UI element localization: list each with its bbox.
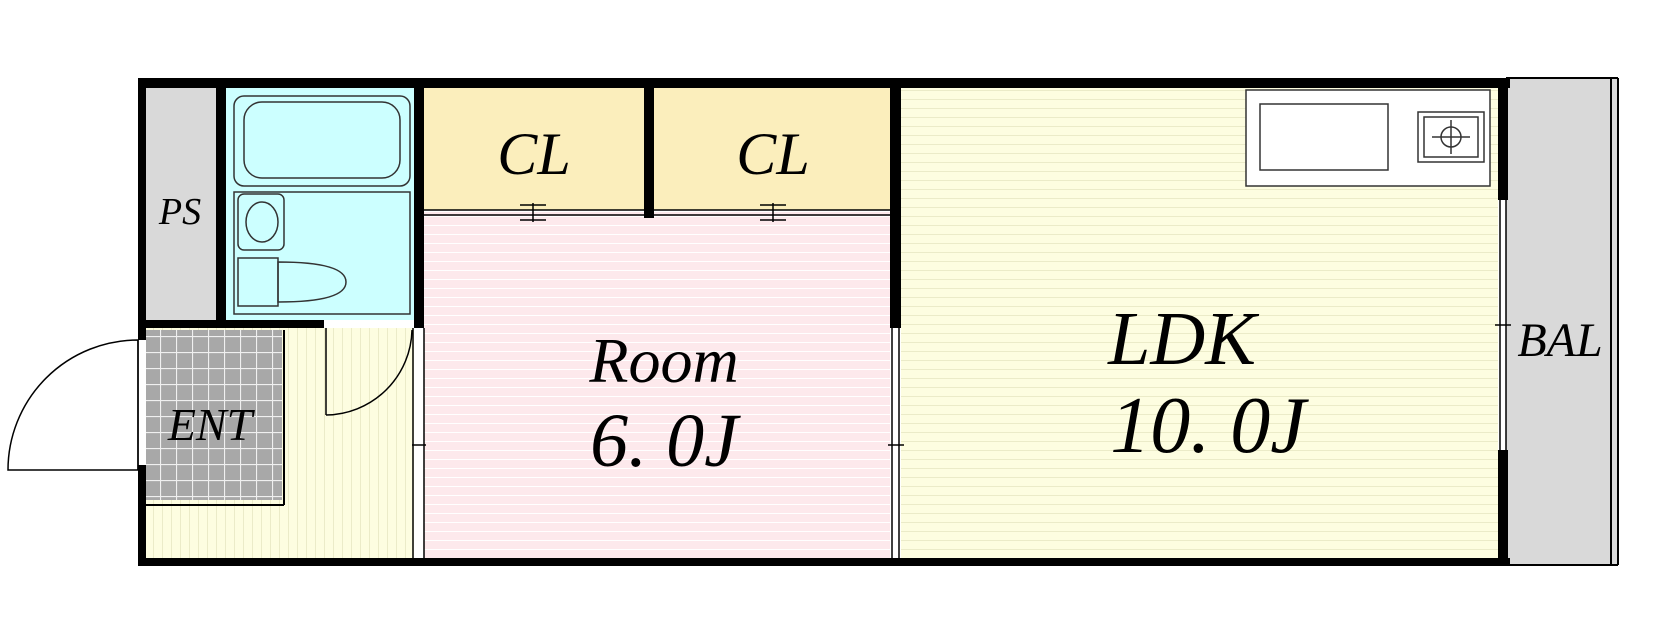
kitchen-sink-icon (1259, 103, 1389, 171)
partition-doors (412, 200, 1511, 558)
entrance-area (146, 330, 282, 500)
closet-right (654, 88, 890, 210)
room-name-label: Room (588, 325, 738, 396)
sink-icon (237, 193, 285, 251)
closet-doors (424, 203, 890, 222)
balcony-label: BAL (1517, 314, 1602, 367)
bathroom-area (226, 88, 416, 320)
bathroom-door (325, 328, 413, 416)
entrance-door (7, 339, 139, 471)
unit-bath-divider (233, 191, 411, 315)
closet-left (424, 88, 644, 210)
ps-label: PS (158, 191, 201, 233)
bathtub-icon (233, 95, 411, 187)
entrance-label: ENT (167, 399, 256, 450)
entrance-step (146, 330, 285, 506)
closet-right-label: CL (736, 121, 809, 187)
ldk-name-label: LDK (1107, 297, 1259, 381)
balcony (1506, 77, 1619, 566)
ps-area (146, 88, 216, 320)
room-size-label: 6. 0J (590, 399, 741, 483)
closet-left-label: CL (497, 121, 570, 187)
toilet-icon (237, 257, 347, 307)
walls (138, 78, 1510, 566)
ldk-size-label: 10. 0J (1110, 382, 1309, 470)
stove-icon (1417, 111, 1485, 163)
room-area (424, 212, 890, 558)
